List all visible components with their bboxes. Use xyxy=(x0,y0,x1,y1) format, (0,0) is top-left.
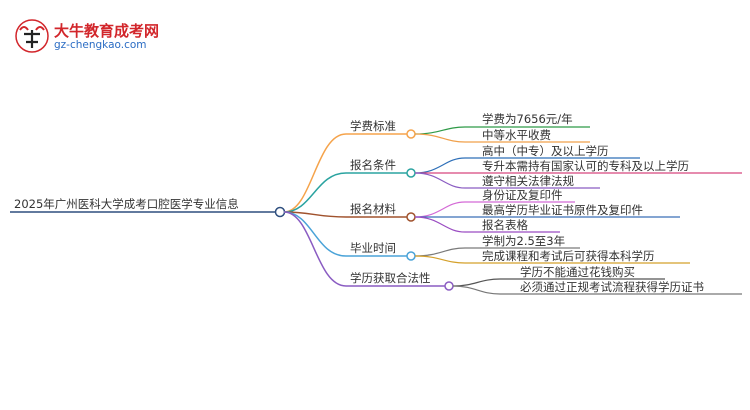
leaf-label: 遵守相关法律法规 xyxy=(482,174,574,188)
leaf-label: 中等水平收费 xyxy=(482,128,551,142)
leaf-label: 高中（中专）及以上学历 xyxy=(482,144,609,158)
leaf-connector xyxy=(414,172,600,189)
branch-label-tuition: 学费标准 xyxy=(350,119,396,133)
root-node[interactable] xyxy=(274,206,286,218)
leaf-label: 学历不能通过花钱购买 xyxy=(520,265,635,279)
site-logo[interactable]: 大牛教育成考网 gz-chengkao.com xyxy=(14,18,174,58)
branch-node-legality[interactable] xyxy=(444,281,454,291)
branch-label-materials: 报名材料 xyxy=(350,202,396,216)
branch-connector-legality xyxy=(283,211,446,287)
leaf-label: 专升本需持有国家认可的专科及以上学历 xyxy=(482,159,689,173)
leaf-label: 必须通过正规考试流程获得学历证书 xyxy=(520,280,704,294)
root-label: 2025年广州医科大学成考口腔医学专业信息 xyxy=(14,197,239,211)
logo-url: gz-chengkao.com xyxy=(54,39,147,51)
branch-label-requirements: 报名条件 xyxy=(350,158,396,172)
leaf-label: 身份证及复印件 xyxy=(482,188,563,202)
bull-logo-icon xyxy=(15,19,49,53)
branch-connector-graduation xyxy=(283,211,408,257)
leaf-connector xyxy=(452,285,742,295)
branch-connector-materials xyxy=(283,211,408,218)
leaf-label: 完成课程和考试后可获得本科学历 xyxy=(482,249,655,263)
leaf-label: 报名表格 xyxy=(482,218,528,232)
leaf-label: 最高学历毕业证书原件及复印件 xyxy=(482,203,643,217)
branch-connector-tuition xyxy=(283,133,408,213)
branch-label-legality: 学历获取合法性 xyxy=(350,271,431,285)
branch-node-requirements[interactable] xyxy=(406,168,416,178)
leaf-label: 学费为7656元/年 xyxy=(482,112,573,126)
leaf-connector xyxy=(414,216,560,233)
branch-label-graduation: 毕业时间 xyxy=(350,241,396,255)
branch-connector-requirements xyxy=(283,172,408,213)
branch-node-materials[interactable] xyxy=(406,212,416,222)
logo-title: 大牛教育成考网 xyxy=(54,22,160,40)
leaf-connector xyxy=(414,255,690,264)
leaf-label: 学制为2.5至3年 xyxy=(482,234,565,248)
branch-node-graduation[interactable] xyxy=(406,251,416,261)
leaf-connector xyxy=(414,133,590,143)
branch-node-tuition[interactable] xyxy=(406,129,416,139)
